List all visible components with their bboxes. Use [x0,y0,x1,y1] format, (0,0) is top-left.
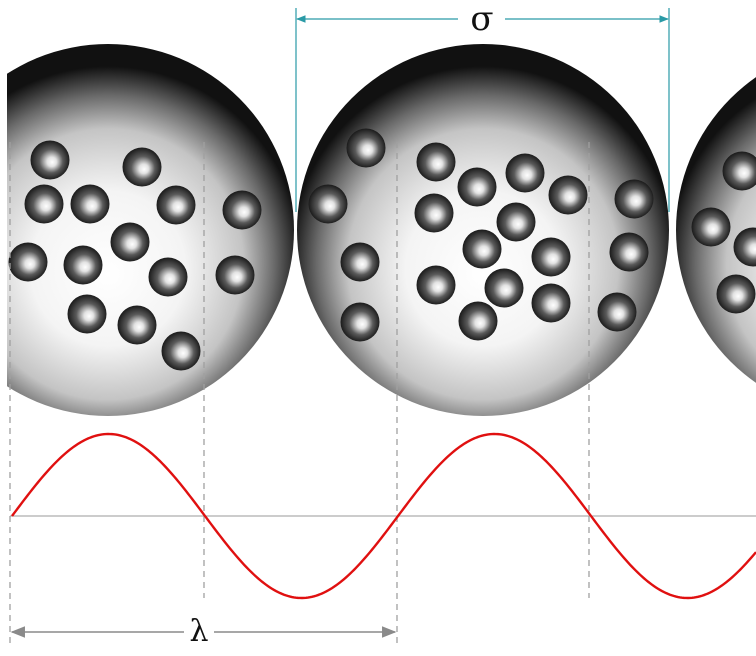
small-particle [485,269,524,308]
small-particle [162,332,201,371]
small-particle [458,168,497,207]
small-particle [610,233,649,272]
small-particle [123,148,162,187]
small-particle [341,243,380,282]
small-particle [64,246,103,285]
large-spheres-group [0,44,756,416]
small-particle [532,238,571,277]
small-particle [598,293,637,332]
small-particle [149,258,188,297]
small-particle [347,129,386,168]
small-particle [415,194,454,233]
small-particle [9,243,48,282]
sigma-label: σ [470,0,493,39]
small-particle [459,302,498,341]
lambda-label: λ [189,614,208,649]
small-particle [497,203,536,242]
small-particle [532,284,571,323]
small-particle [417,266,456,305]
small-particle [71,185,110,224]
small-particle [31,141,70,180]
small-particle [216,256,255,295]
small-particle [549,176,588,215]
small-particle [463,230,502,269]
small-particle [417,143,456,182]
small-particle [615,180,654,219]
small-particle [506,154,545,193]
small-particle [118,306,157,345]
small-particle [111,223,150,262]
small-particle [717,275,756,314]
small-particle [341,303,380,342]
small-particle [68,295,107,334]
lambda-dimension: λ [12,614,395,649]
small-particle [157,186,196,225]
small-particle [692,208,731,247]
small-particle [223,191,262,230]
small-particle [25,185,64,224]
small-particle [309,185,348,224]
large-sphere-1 [0,44,294,416]
